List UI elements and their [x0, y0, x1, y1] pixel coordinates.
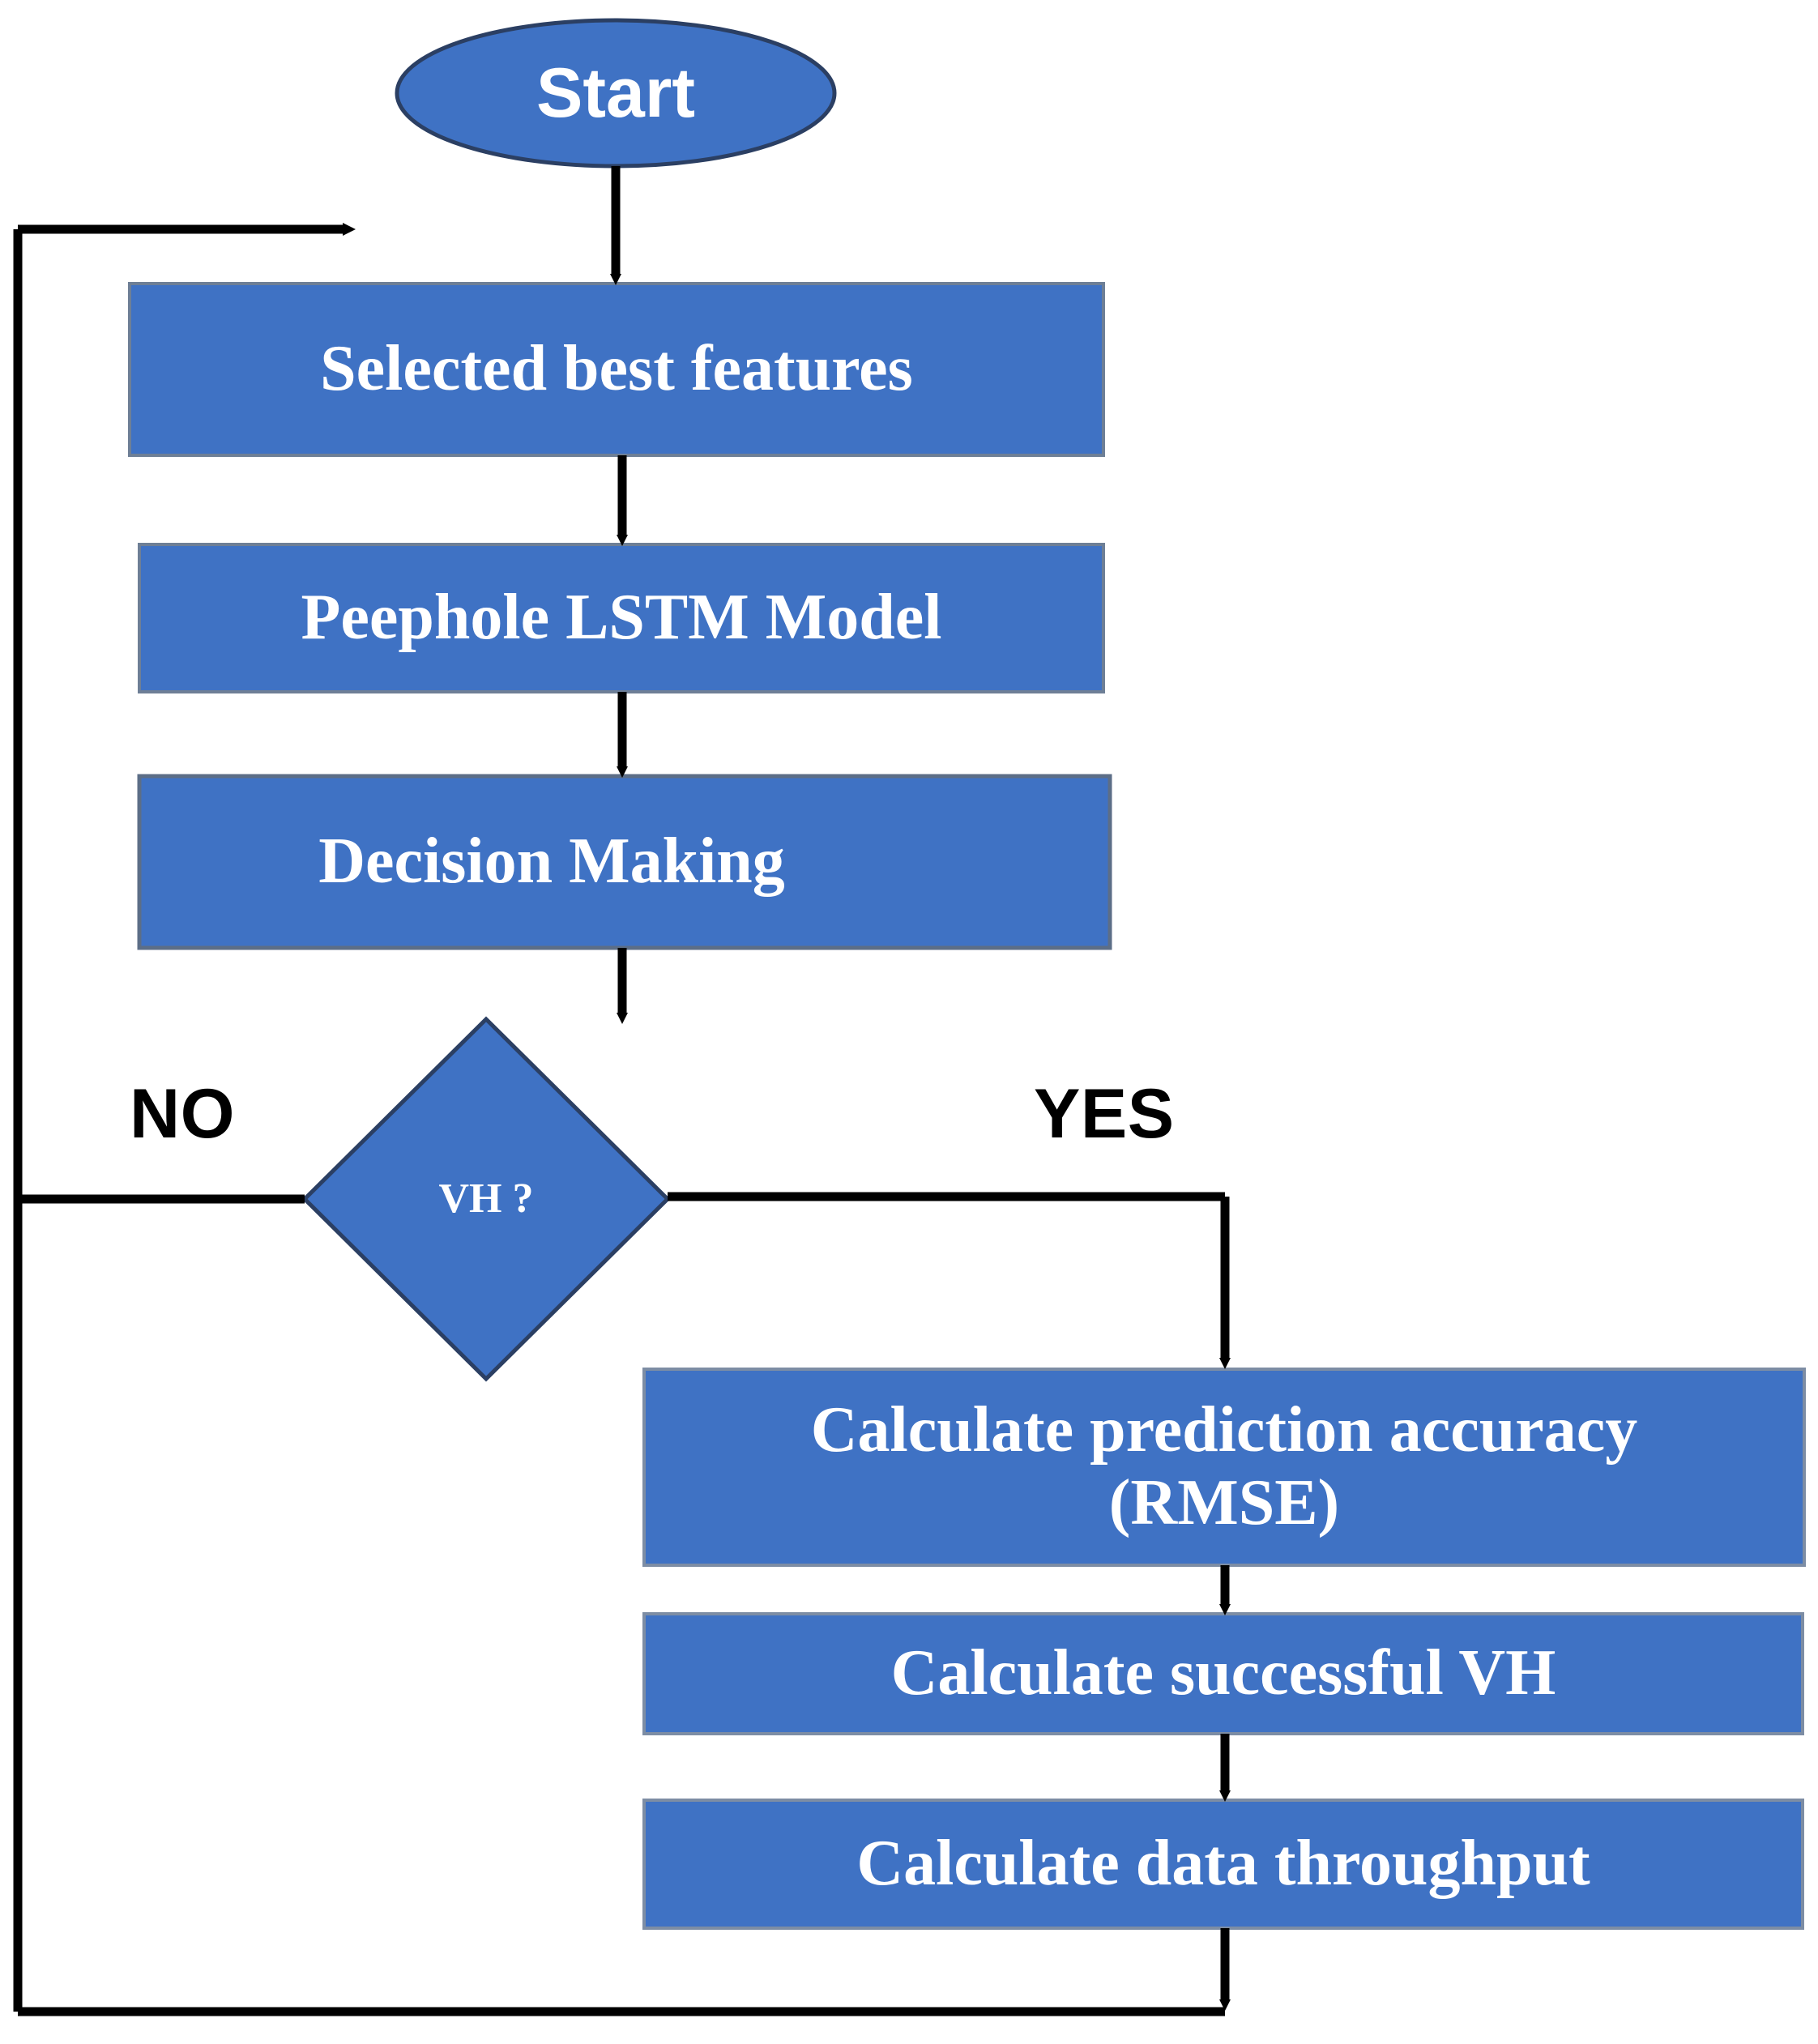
connectors — [13, 166, 1231, 2016]
vh-decision-node-shape[interactable] — [301, 1016, 671, 1382]
start-node-shape[interactable] — [395, 18, 837, 169]
peephole-lstm-model-node-shape[interactable] — [138, 543, 1105, 693]
selected-best-features-node-shape[interactable] — [128, 282, 1105, 457]
decision-making-node-shape[interactable] — [137, 774, 1112, 950]
calculate-prediction-accuracy-node-shape[interactable] — [642, 1368, 1806, 1567]
calculate-successful-vh-node-shape[interactable] — [642, 1612, 1804, 1735]
no-branch-label: NO — [130, 1075, 235, 1153]
calculate-data-throughput-node-shape[interactable] — [642, 1799, 1804, 1930]
yes-branch-label: YES — [1034, 1075, 1175, 1153]
node-shapes — [128, 18, 1806, 1930]
